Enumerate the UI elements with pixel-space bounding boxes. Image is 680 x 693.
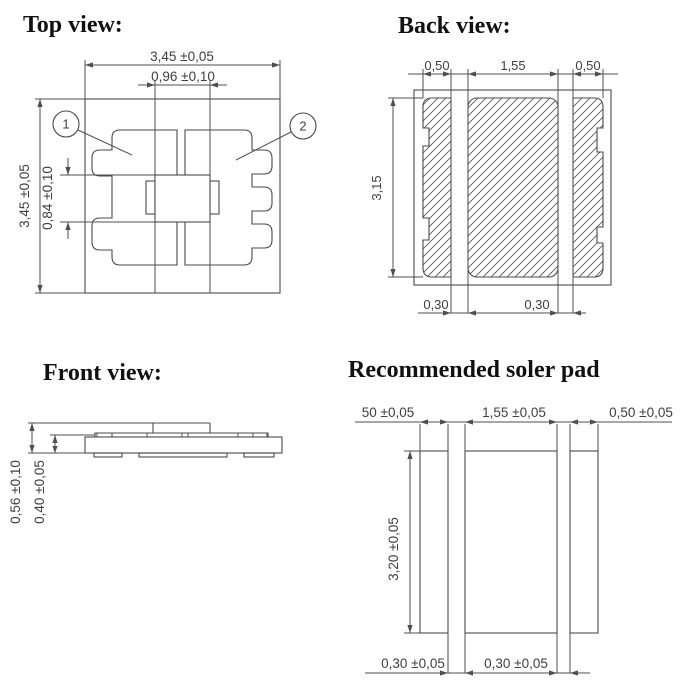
die-right-tab <box>209 180 220 215</box>
die-left-tab <box>145 180 156 215</box>
dim-right-gap: 0,30 ±0,05 <box>484 656 548 671</box>
callout-leader-1 <box>77 129 133 156</box>
top-view: Top view: <box>17 12 317 294</box>
dimension-arrowhead <box>443 71 451 77</box>
dimension-arrowhead <box>407 451 413 459</box>
callout-balloon-1 <box>52 110 80 138</box>
dim-pad-height: 3,20 ±0,05 <box>386 517 401 581</box>
dimension-arrowhead <box>550 310 558 316</box>
dimension-arrowhead <box>420 419 428 425</box>
dim-left-pad-width: 50 ±0,05 <box>362 405 414 420</box>
dimension-arrowhead <box>465 670 473 676</box>
front-view-title: Front view: <box>43 360 162 386</box>
dim-left-gap: 0,30 <box>423 297 448 312</box>
dimension-arrowhead <box>390 269 396 277</box>
bottom-pad-foot <box>93 452 123 458</box>
callout-balloon-2 <box>289 112 317 140</box>
dim-right-pad-width: 0,50 <box>575 58 600 73</box>
dimension-arrowhead <box>85 62 93 68</box>
bottom-pad-foot <box>243 452 275 458</box>
solder-pad-title: Recommended soler pad <box>348 357 600 383</box>
top-right-pad <box>184 129 273 266</box>
dimension-arrowhead <box>29 445 35 453</box>
solder-left-pad <box>419 450 449 634</box>
dimension-arrowhead <box>390 98 396 106</box>
dimension-arrowhead <box>65 167 71 175</box>
dimension-arrowhead <box>443 310 451 316</box>
dimension-arrowhead <box>570 419 578 425</box>
dimension-arrowhead <box>52 435 58 443</box>
dim-overall-height: 3,45 ±0,05 <box>17 164 32 228</box>
back-center-pad <box>467 97 559 278</box>
solder-right-pad <box>569 450 599 634</box>
solder-center-pad <box>464 450 558 634</box>
top-package-outline <box>84 98 281 294</box>
dimension-arrowhead <box>595 71 603 77</box>
back-view-title: Back view: <box>398 13 511 39</box>
dimension-arrowhead <box>29 423 35 431</box>
dimension-arrowhead <box>147 82 155 88</box>
dimension-arrowhead <box>468 310 476 316</box>
dimension-arrowhead <box>37 285 43 293</box>
dimension-arrowhead <box>440 670 448 676</box>
back-view: Back view: 0,50 1,55 <box>369 13 618 316</box>
dimension-arrowhead <box>573 310 581 316</box>
dimension-arrowhead <box>573 71 581 77</box>
top-left-pad <box>91 129 178 266</box>
solder-pad-view: Recommended soler pad <box>348 357 673 676</box>
dimension-arrowhead <box>52 446 58 453</box>
dim-overall-width: 3,45 ±0,05 <box>150 49 214 64</box>
package-body-profile <box>84 436 283 454</box>
back-left-pad <box>422 97 452 278</box>
dimension-arrowhead <box>440 419 448 425</box>
dim-inner-height: 0,84 ±0,10 <box>40 166 55 230</box>
dim-inner-width: 0,96 ±0,10 <box>151 69 215 84</box>
dim-body-height: 0,40 ±0,05 <box>32 460 47 524</box>
callout-label-1: 1 <box>62 117 69 132</box>
dimension-arrowhead <box>468 71 476 77</box>
bottom-pad-foot <box>138 452 228 458</box>
dimension-arrowhead <box>590 419 598 425</box>
callout-label-2: 2 <box>299 119 306 134</box>
dim-right-pad-width: 0,50 ±0,05 <box>609 405 673 420</box>
die-body <box>154 174 211 223</box>
dim-pad-height: 3,15 <box>369 175 384 200</box>
dimension-arrowhead <box>272 62 280 68</box>
dim-total-height: 0,56 ±0,10 <box>8 460 23 524</box>
dimension-arrowhead <box>570 670 578 676</box>
dim-left-pad-width: 0,50 <box>424 58 449 73</box>
dim-right-gap: 0,30 <box>524 297 549 312</box>
front-view: Front view: 0,56 ±0,10 0,40 ±0 <box>8 360 283 524</box>
dimension-arrowhead <box>210 82 218 88</box>
dimension-arrowhead <box>549 419 557 425</box>
back-right-pad <box>572 97 604 278</box>
callout-leader-2 <box>235 131 292 161</box>
dimension-arrowhead <box>465 419 473 425</box>
dimension-arrowhead <box>65 222 71 230</box>
dim-center-pad-width: 1,55 ±0,05 <box>482 405 546 420</box>
dim-center-pad-width: 1,55 <box>500 58 525 73</box>
dimension-arrowhead <box>407 625 413 633</box>
dimension-arrowhead <box>423 71 431 77</box>
dimension-arrowhead <box>37 99 43 107</box>
dim-left-gap: 0,30 ±0,05 <box>381 656 445 671</box>
top-view-title: Top view: <box>23 12 123 38</box>
dimension-arrowhead <box>550 71 558 77</box>
back-package-outline <box>413 89 612 286</box>
dimension-arrowhead <box>549 670 557 676</box>
